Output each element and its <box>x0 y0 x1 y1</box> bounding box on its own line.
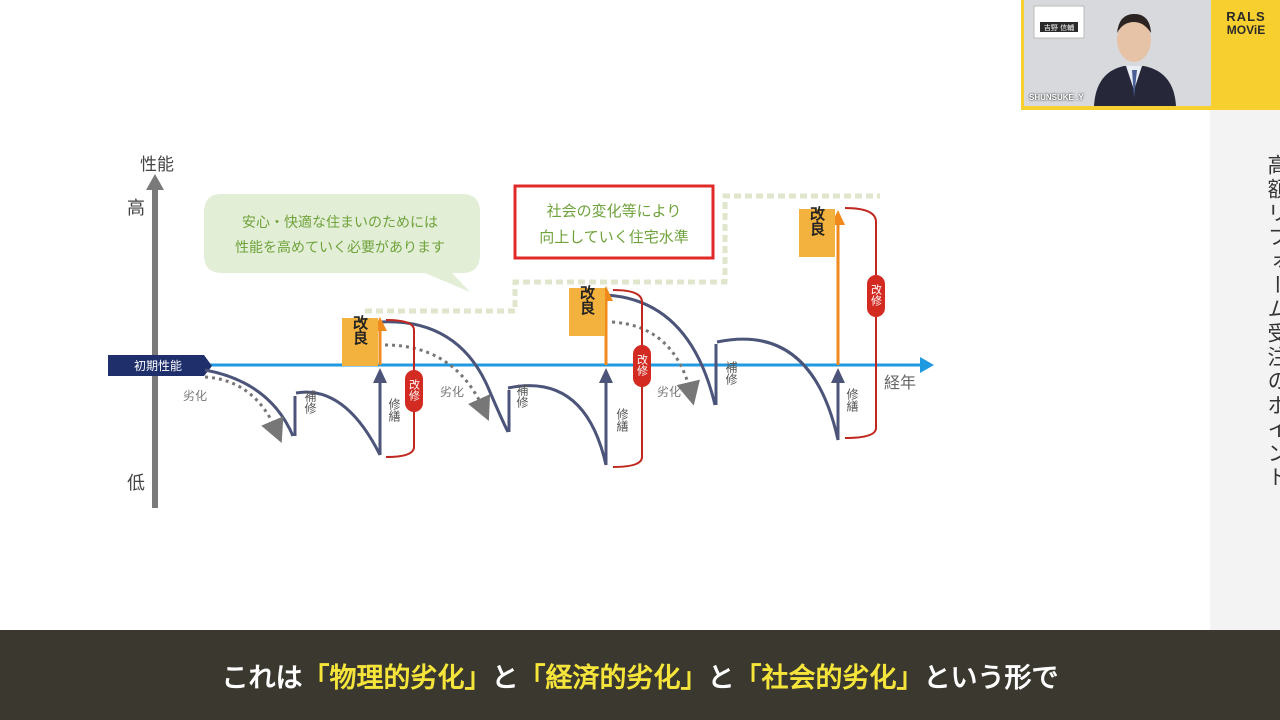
y-axis-arrowhead <box>146 174 164 190</box>
logo-line-2: MOViE <box>1226 23 1266 37</box>
x-axis-arrowhead <box>920 357 934 373</box>
side-title: 高額リフォーム受注のポイント <box>1265 154 1280 490</box>
subtitle-prefix: これは <box>221 663 303 694</box>
initial-performance-tag <box>108 355 212 376</box>
modification-label: 改修 <box>636 353 649 377</box>
y-high-label: 高 <box>127 198 145 219</box>
modification-pill <box>633 345 651 387</box>
bubble-line-1: 安心・快適な住まいのためには <box>242 214 438 231</box>
logo-line-1: RALS <box>1226 9 1266 24</box>
modification-label: 改修 <box>408 378 421 402</box>
deterioration-label: 劣化 <box>183 389 207 403</box>
renovation-arrowhead <box>599 368 613 383</box>
subtitle-highlight-3: 「社会的劣化」 <box>734 663 924 694</box>
doc-title: 吉野 信輔 <box>1044 23 1074 32</box>
projected-deterioration <box>204 375 284 444</box>
renovation-arrowhead <box>831 368 845 383</box>
webcam-overlay: 吉野 信輔 SHUNSUKE .Y RALS MOViE <box>1021 0 1280 110</box>
x-axis-title: 経年 <box>884 373 916 392</box>
modification-pill <box>867 275 885 317</box>
projected-deterioration <box>611 320 700 406</box>
box-line-1: 社会の変化等により <box>547 202 682 220</box>
modification-bracket <box>844 207 877 439</box>
box-line-2: 向上していく住宅水準 <box>539 228 689 246</box>
deterioration-curve <box>605 293 717 406</box>
speech-bubble <box>204 194 480 292</box>
presenter-video: 吉野 信輔 SHUNSUKE .Y <box>1024 0 1211 106</box>
subtitle-highlight-1: 「物理的劣化」 <box>302 663 492 694</box>
subtitle-mid-1: と <box>491 663 519 694</box>
subtitle-text: これは「物理的劣化」と「経済的劣化」と「社会的劣化」という形で <box>0 656 1280 695</box>
repair-label: 補修 <box>515 384 529 408</box>
repair-label: 補修 <box>303 390 317 414</box>
renovation-label: 修繕 <box>615 407 629 433</box>
renovation-label: 修繕 <box>387 397 401 423</box>
y-axis-title: 性能 <box>140 155 174 175</box>
presenter-name: SHUNSUKE .Y <box>1029 93 1084 102</box>
subtitle-suffix: という形で <box>923 663 1059 694</box>
deterioration-curve <box>507 384 608 466</box>
subtitle-bar: これは「物理的劣化」と「経済的劣化」と「社会的劣化」という形で <box>0 630 1280 720</box>
standard-box <box>513 184 715 260</box>
improvement-box <box>569 288 605 336</box>
deterioration-label: 劣化 <box>440 385 464 399</box>
deterioration-curve <box>204 368 295 437</box>
deterioration-curve <box>379 320 510 433</box>
projected-deterioration <box>384 343 491 421</box>
deterioration-curve <box>716 337 840 441</box>
improvement-label: 改良 <box>808 205 826 237</box>
deterioration-label: 劣化 <box>657 385 681 399</box>
deterioration-curve <box>295 390 382 456</box>
improvement-label: 改良 <box>351 314 369 346</box>
modification-pill <box>405 370 423 412</box>
initial-performance-label: 初期性能 <box>134 359 182 373</box>
renovation-arrowhead <box>373 368 387 383</box>
bubble-line-2: 性能を高めていく必要があります <box>235 239 445 256</box>
subtitle-highlight-2: 「経済的劣化」 <box>518 663 708 694</box>
improvement-box <box>799 209 835 257</box>
presenter-illustration: 吉野 信輔 <box>1024 0 1211 106</box>
side-title-panel: 高額リフォーム受注のポイント <box>1210 110 1280 630</box>
subtitle-mid-2: と <box>707 663 735 694</box>
improvement-box <box>342 318 378 366</box>
housing-standard-line <box>365 193 880 314</box>
y-low-label: 低 <box>127 473 145 494</box>
renovation-label: 修繕 <box>845 387 859 413</box>
improvement-label: 改良 <box>578 284 596 316</box>
repair-label: 補修 <box>724 361 738 385</box>
modification-label: 改修 <box>870 283 883 307</box>
